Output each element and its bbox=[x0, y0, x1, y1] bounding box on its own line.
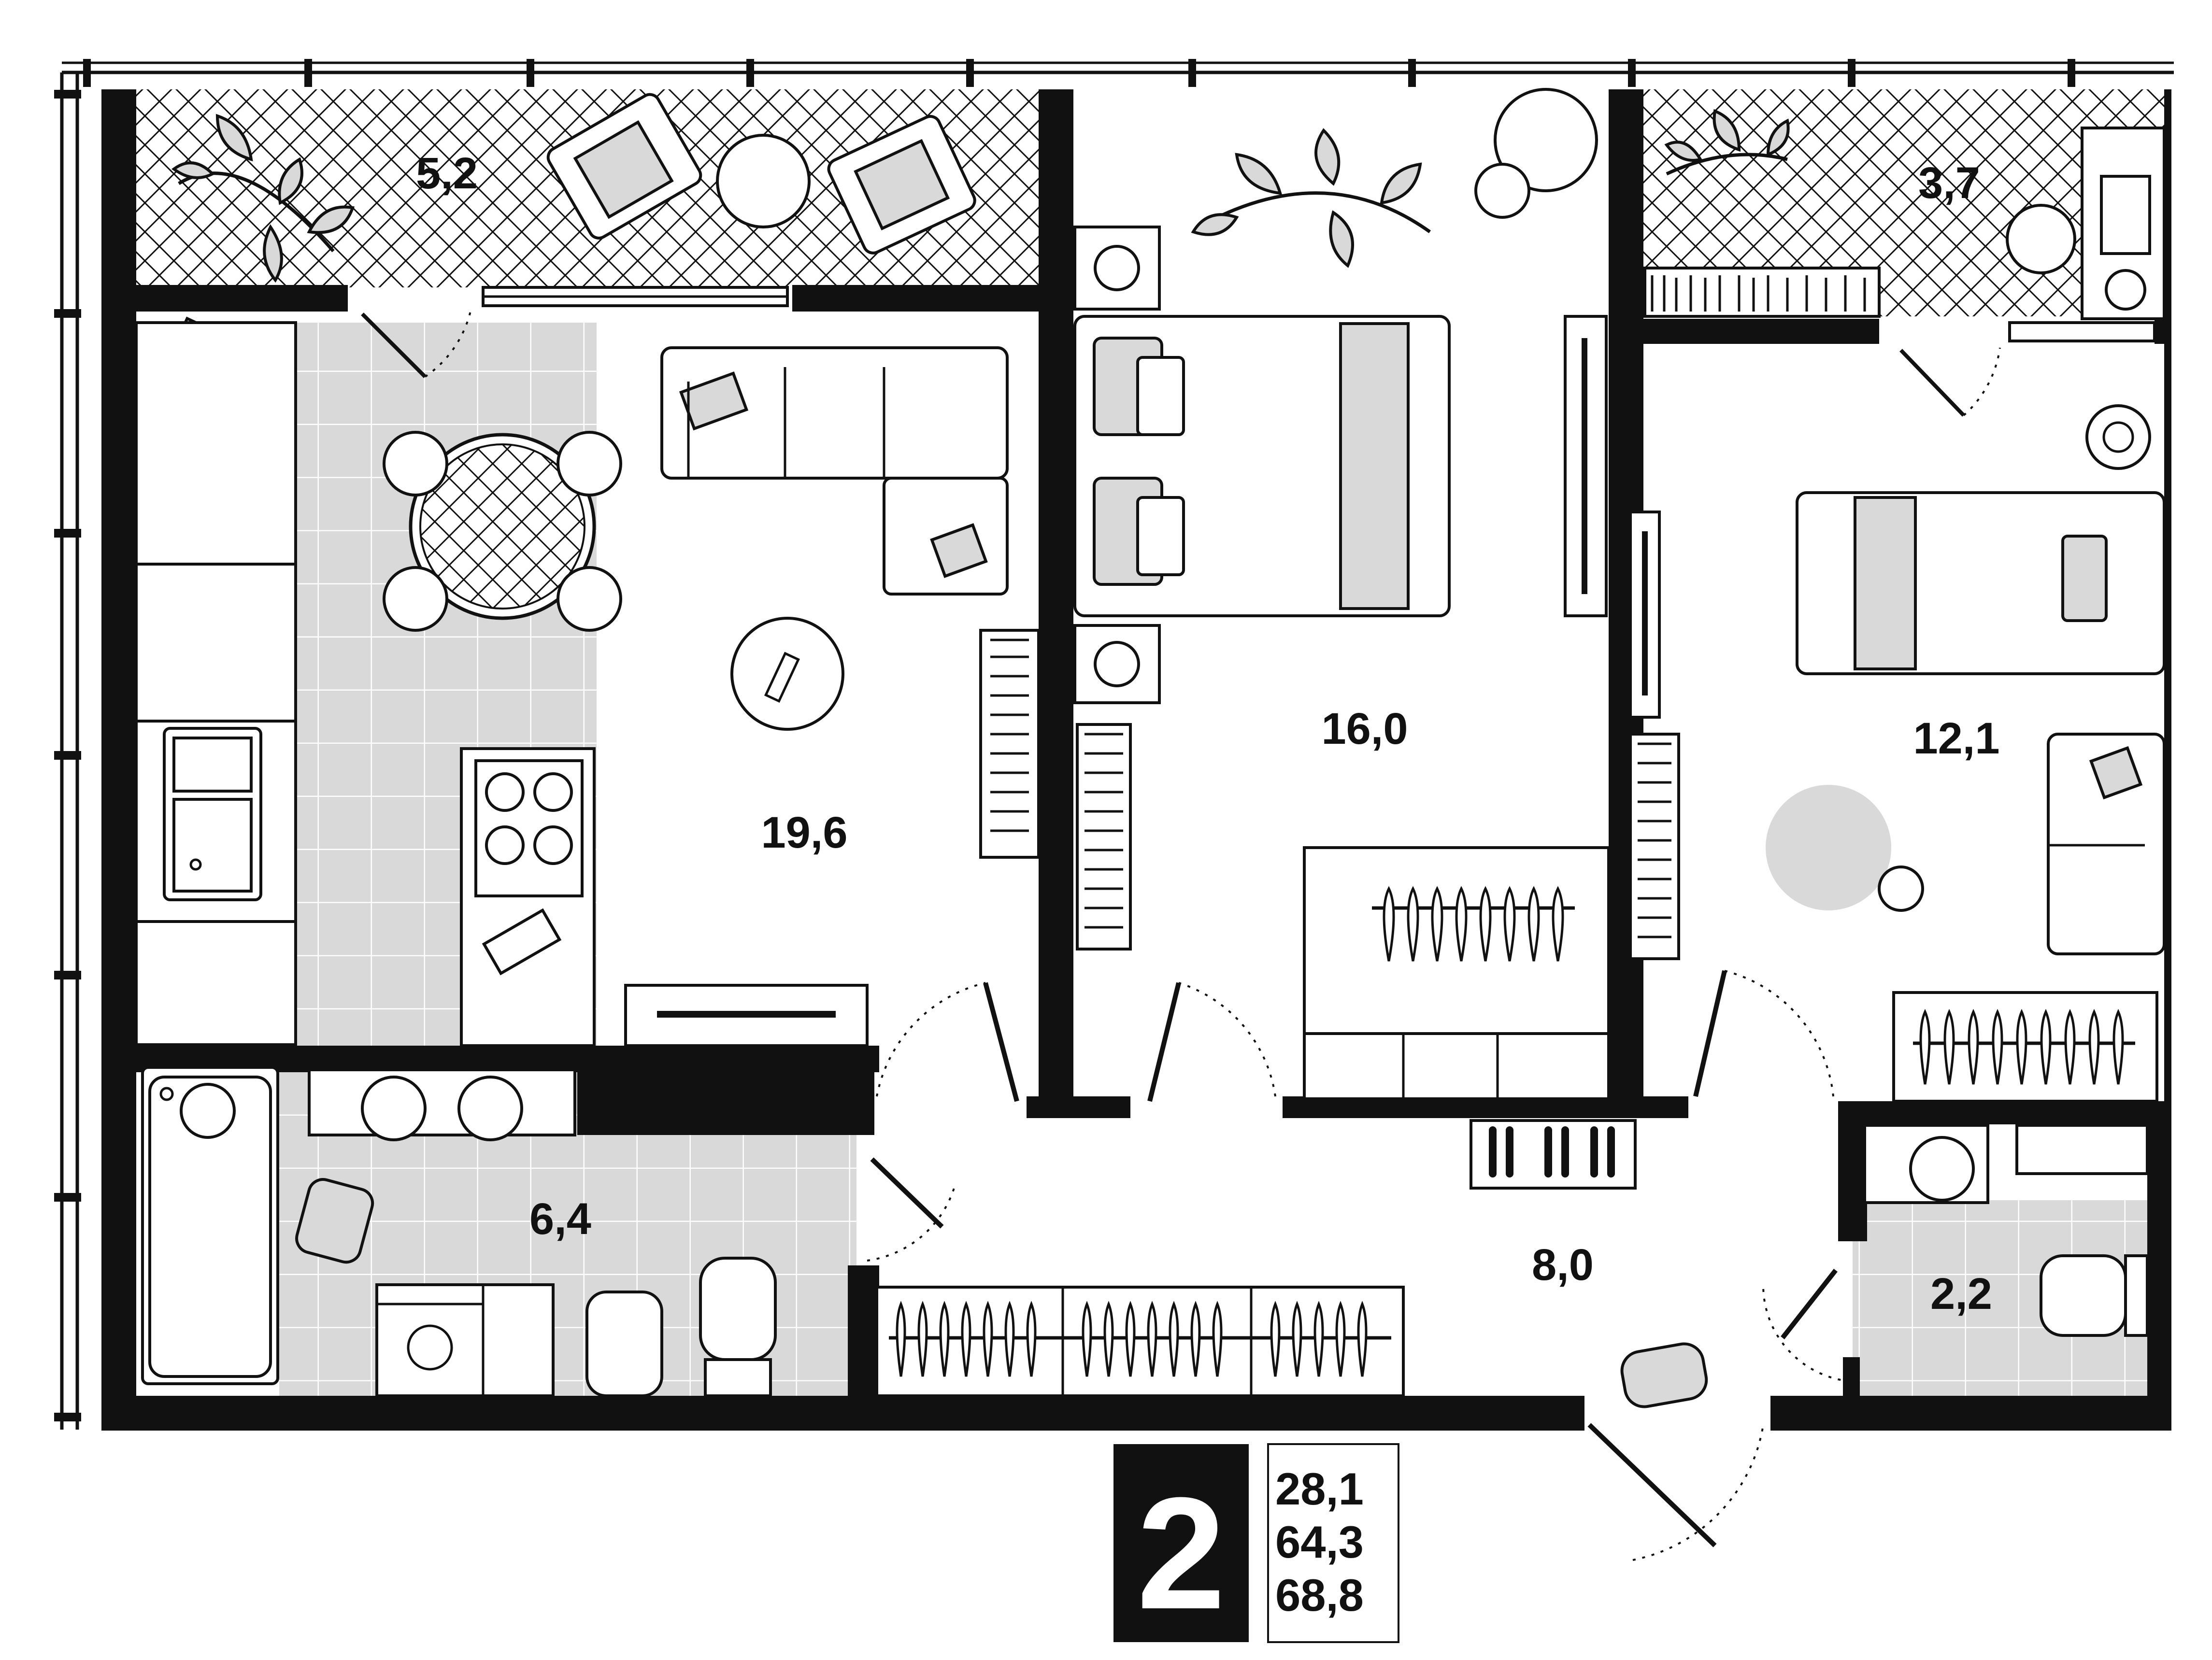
kitchen-door[interactable] bbox=[983, 982, 1019, 1102]
area-label-toilet: 2,2 bbox=[1930, 1269, 1992, 1319]
balcony-2-furniture bbox=[1643, 109, 2166, 320]
toilet-icon bbox=[2040, 1254, 2149, 1337]
bedroom-child-door[interactable] bbox=[1693, 970, 1727, 1097]
total-area: 64,3 bbox=[1275, 1517, 1364, 1567]
sink-icon bbox=[1909, 1136, 1975, 1202]
rug-icon bbox=[1766, 785, 1891, 910]
bath-mat-icon bbox=[295, 1178, 374, 1264]
lamp-icon bbox=[2105, 269, 2146, 311]
wardrobe-icon bbox=[1892, 991, 2158, 1103]
kitchen-counter-top bbox=[135, 321, 297, 566]
total-area-with-balconies: 68,8 bbox=[1275, 1570, 1364, 1620]
area-summary-box bbox=[1267, 1443, 1399, 1643]
bookshelf-icon bbox=[1643, 267, 1881, 318]
bookshelf-icon bbox=[979, 629, 1040, 859]
bedroom-main-furniture bbox=[1073, 88, 1610, 1100]
wardrobe-icon bbox=[875, 1286, 1405, 1397]
window-rail-top bbox=[62, 59, 2174, 87]
area-label-bedroom-child: 12,1 bbox=[1913, 714, 1999, 763]
walls bbox=[101, 89, 2171, 1431]
rooms-count-badge bbox=[1113, 1444, 1249, 1642]
bookshelf-icon bbox=[1076, 723, 1132, 951]
area-label-balcony-1: 5,2 bbox=[416, 149, 478, 198]
hallway-furniture bbox=[875, 1119, 1708, 1408]
wall-bath-top-cabinet bbox=[577, 1046, 874, 1135]
wall-balcony1-bottom-a bbox=[135, 285, 348, 312]
doors bbox=[361, 286, 2156, 1561]
area-label-hallway: 8,0 bbox=[1532, 1240, 1594, 1290]
fridge-icon bbox=[135, 920, 297, 1046]
wall-right-upper bbox=[2164, 89, 2171, 1113]
dining-table-icon bbox=[383, 431, 622, 632]
wall-left bbox=[101, 89, 136, 1430]
armchair-icon bbox=[827, 115, 976, 255]
wardrobe-icon bbox=[1303, 846, 1610, 1100]
kitchen-counter-lower bbox=[135, 563, 297, 723]
wall-balcony2-bottom-b bbox=[2155, 319, 2171, 344]
shoe-rack-icon bbox=[1470, 1119, 1637, 1190]
legend: 2 28,1 64,3 68,8 bbox=[1113, 1443, 1399, 1643]
bidet-icon bbox=[699, 1257, 777, 1397]
kitchen-living-furniture bbox=[135, 316, 1040, 1047]
toilet-door[interactable] bbox=[1781, 1268, 1838, 1340]
bookshelf-icon bbox=[1629, 733, 1680, 960]
plant-icon bbox=[1191, 128, 1431, 268]
area-label-bedroom-main: 16,0 bbox=[1321, 704, 1408, 753]
wall-balcony1-bottom-b bbox=[792, 285, 1072, 312]
sink-icon bbox=[163, 727, 262, 901]
lamp-icon bbox=[2085, 404, 2151, 470]
balcony-1-furniture bbox=[171, 93, 976, 283]
wall-bath-right-lower bbox=[848, 1265, 879, 1430]
bedroom-main-door[interactable] bbox=[1147, 982, 1181, 1102]
coffee-table-icon bbox=[730, 617, 844, 731]
stove-icon bbox=[460, 747, 596, 1047]
armchair-icon bbox=[546, 93, 702, 240]
wall-bottom-right bbox=[1770, 1396, 2171, 1431]
plant-icon bbox=[171, 114, 355, 283]
wall-toilet-top bbox=[1838, 1101, 2171, 1124]
toilet-room-furniture bbox=[1863, 1124, 2149, 1337]
wall-balcony2-bottom-a bbox=[1609, 319, 1879, 344]
wall-right-lower bbox=[2147, 1101, 2171, 1430]
storage-cabinet bbox=[2015, 1124, 2149, 1175]
wall-toilet-left-lower bbox=[1843, 1357, 1860, 1430]
plant-icon bbox=[1664, 109, 1790, 176]
bathroom-furniture bbox=[141, 1066, 777, 1397]
entry-door[interactable] bbox=[1587, 1423, 1717, 1547]
room-labels: 5,2 16,0 3,7 19,6 12,1 6,4 8,0 2,2 bbox=[416, 149, 1999, 1319]
area-label-kitchen-living: 19,6 bbox=[761, 808, 847, 857]
wall-toilet-left bbox=[1838, 1101, 1867, 1241]
area-label-bathroom: 6,4 bbox=[529, 1194, 591, 1244]
laptop-icon bbox=[2100, 175, 2151, 255]
office-chair-icon bbox=[2006, 204, 2076, 274]
wall-right-bedroom-left bbox=[1616, 338, 1641, 483]
pouf-icon bbox=[1620, 1342, 1708, 1408]
wall-stub-center-a bbox=[1027, 1096, 1130, 1118]
window-rail-left bbox=[54, 72, 81, 1430]
balcony-2-door[interactable] bbox=[2008, 321, 2156, 342]
wall-bottom-left bbox=[101, 1396, 1584, 1431]
bathtub-icon bbox=[141, 1066, 279, 1385]
bedroom-child-furniture bbox=[1629, 404, 2166, 1103]
rooms-count: 2 bbox=[1137, 1464, 1226, 1642]
ball-icon bbox=[1878, 865, 1924, 912]
wall-center-left bbox=[1039, 89, 1073, 1118]
round-table-icon bbox=[716, 134, 811, 228]
remote-icon bbox=[764, 652, 800, 703]
toilet-icon bbox=[585, 1291, 663, 1397]
bathroom-door[interactable] bbox=[870, 1157, 944, 1229]
washing-machine-icon bbox=[375, 1283, 555, 1397]
single-bed-icon bbox=[1796, 491, 2166, 675]
double-bed-icon bbox=[1073, 315, 1451, 617]
round-table-icon bbox=[1474, 88, 1598, 219]
living-area: 28,1 bbox=[1275, 1463, 1364, 1514]
area-label-balcony-2: 3,7 bbox=[1918, 158, 1980, 208]
sofa-icon bbox=[660, 346, 1009, 596]
sofa-icon bbox=[2047, 733, 2166, 955]
double-sink-icon bbox=[308, 1068, 576, 1141]
